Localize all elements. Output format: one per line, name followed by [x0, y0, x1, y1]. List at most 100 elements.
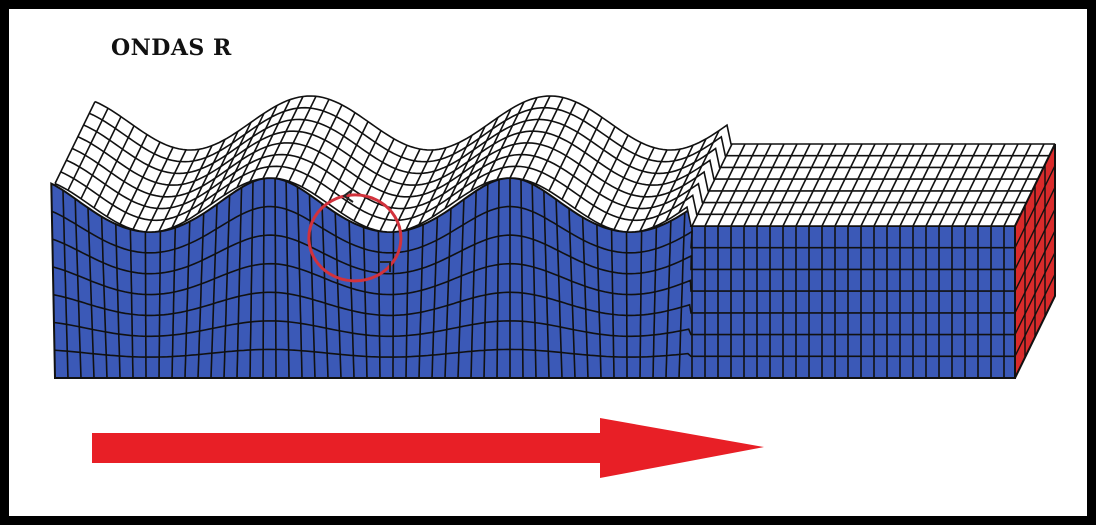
top-mesh-line: [652, 144, 694, 228]
front-column-line: [171, 227, 177, 379]
top-mesh-line: [80, 116, 122, 200]
orbit-arrowhead: [342, 189, 354, 203]
front-column-line: [249, 181, 254, 379]
top-mesh-line: [54, 101, 96, 184]
orbit-ellipse: [307, 193, 403, 283]
front-column-line: [496, 179, 500, 379]
front-column-line: [405, 229, 410, 379]
front-column-line: [470, 190, 477, 379]
top-mesh-line: [327, 121, 369, 204]
top-mesh-line: [912, 143, 954, 227]
front-column-line: [210, 204, 218, 379]
top-mesh-line: [366, 144, 408, 228]
top-mesh-line: [561, 117, 603, 200]
front-column-line: [531, 183, 537, 379]
top-mesh-line: [457, 117, 499, 200]
front-column-line: [87, 207, 95, 379]
propagation-arrow-shape: [92, 418, 764, 478]
top-mesh-line: [821, 143, 863, 227]
top-mesh-line: [743, 143, 785, 227]
front-column-line: [652, 227, 658, 379]
top-mesh-line: [132, 147, 174, 230]
front-column-line: [296, 186, 303, 379]
front-column-line: [665, 220, 672, 379]
top-mesh-line: [60, 165, 1021, 222]
top-mesh-line: [626, 149, 668, 233]
top-mesh-line: [431, 134, 473, 218]
front-column-line: [392, 231, 395, 378]
front-column-line: [596, 224, 602, 379]
end-face-line: [1014, 230, 1056, 314]
top-mesh-line: [639, 148, 681, 232]
white-surface-top-face: [54, 95, 1055, 233]
front-column-line: [321, 203, 329, 379]
front-column-line: [197, 213, 205, 379]
top-mesh-line: [834, 143, 876, 227]
propagation-direction-arrow-icon: [92, 418, 764, 478]
top-mesh-line: [665, 138, 707, 222]
orbit-arrowhead: [380, 261, 391, 272]
top-mesh-line: [496, 97, 538, 180]
front-column-line: [62, 190, 69, 379]
diagram-title: ONDAS R: [111, 35, 232, 61]
front-column-line: [236, 187, 243, 379]
front-column-line: [625, 231, 628, 378]
top-mesh-line: [704, 143, 746, 227]
front-column-line: [115, 224, 121, 379]
top-mesh-line: [678, 130, 720, 214]
red-end-face: [1014, 143, 1056, 379]
top-mesh-line: [483, 101, 525, 185]
front-column-line: [418, 224, 424, 379]
front-layer-line: [51, 205, 1015, 254]
top-mesh-line: [353, 138, 395, 222]
front-column-line: [100, 216, 108, 379]
top-mesh-line: [77, 130, 1038, 186]
front-column-line: [555, 199, 563, 379]
top-mesh-line: [249, 99, 291, 182]
front-column-line: [262, 178, 265, 379]
front-column-line: [444, 208, 452, 379]
front-layer-line: [52, 234, 1015, 275]
top-mesh-line: [899, 143, 941, 227]
top-mesh-line: [470, 108, 512, 192]
top-mesh-line: [717, 143, 759, 227]
top-mesh-line: [795, 143, 837, 227]
top-mesh-line: [808, 143, 850, 227]
top-mesh-line: [873, 143, 915, 227]
top-mesh-line: [94, 95, 1055, 151]
front-column-line: [377, 231, 381, 379]
top-mesh-line: [67, 107, 109, 191]
top-mesh-line: [847, 143, 889, 227]
top-mesh-line: [951, 143, 993, 227]
front-column-line: [610, 229, 615, 379]
top-mesh-line: [301, 104, 343, 188]
front-column-line: [581, 217, 589, 379]
front-column-line: [483, 183, 489, 379]
top-mesh-line: [171, 145, 213, 228]
top-mesh-line: [886, 143, 928, 227]
front-column-line: [129, 229, 134, 379]
elliptical-particle-motion-icon: [307, 189, 403, 283]
top-mesh-line: [405, 147, 447, 231]
top-mesh-line: [145, 149, 187, 233]
top-mesh-line: [860, 143, 902, 227]
top-mesh-line: [990, 143, 1032, 227]
top-mesh-line: [769, 143, 811, 227]
front-column-line: [457, 199, 465, 379]
front-column-line: [158, 231, 162, 379]
end-face-line: [1014, 165, 1056, 249]
top-mesh-line: [756, 143, 798, 227]
end-face-line: [1014, 187, 1056, 270]
top-mesh-line: [977, 143, 1019, 227]
front-layer-line: [54, 348, 1015, 358]
top-mesh-line: [288, 98, 330, 182]
front-column-line: [348, 220, 355, 379]
top-mesh-line: [197, 130, 239, 214]
blue-medium-front-face: [50, 176, 1016, 379]
end-face-line: [1014, 273, 1056, 357]
top-mesh-line: [54, 177, 1015, 233]
top-mesh-line: [964, 143, 1006, 227]
top-mesh-line: [210, 121, 252, 205]
top-mesh-line: [314, 112, 356, 196]
